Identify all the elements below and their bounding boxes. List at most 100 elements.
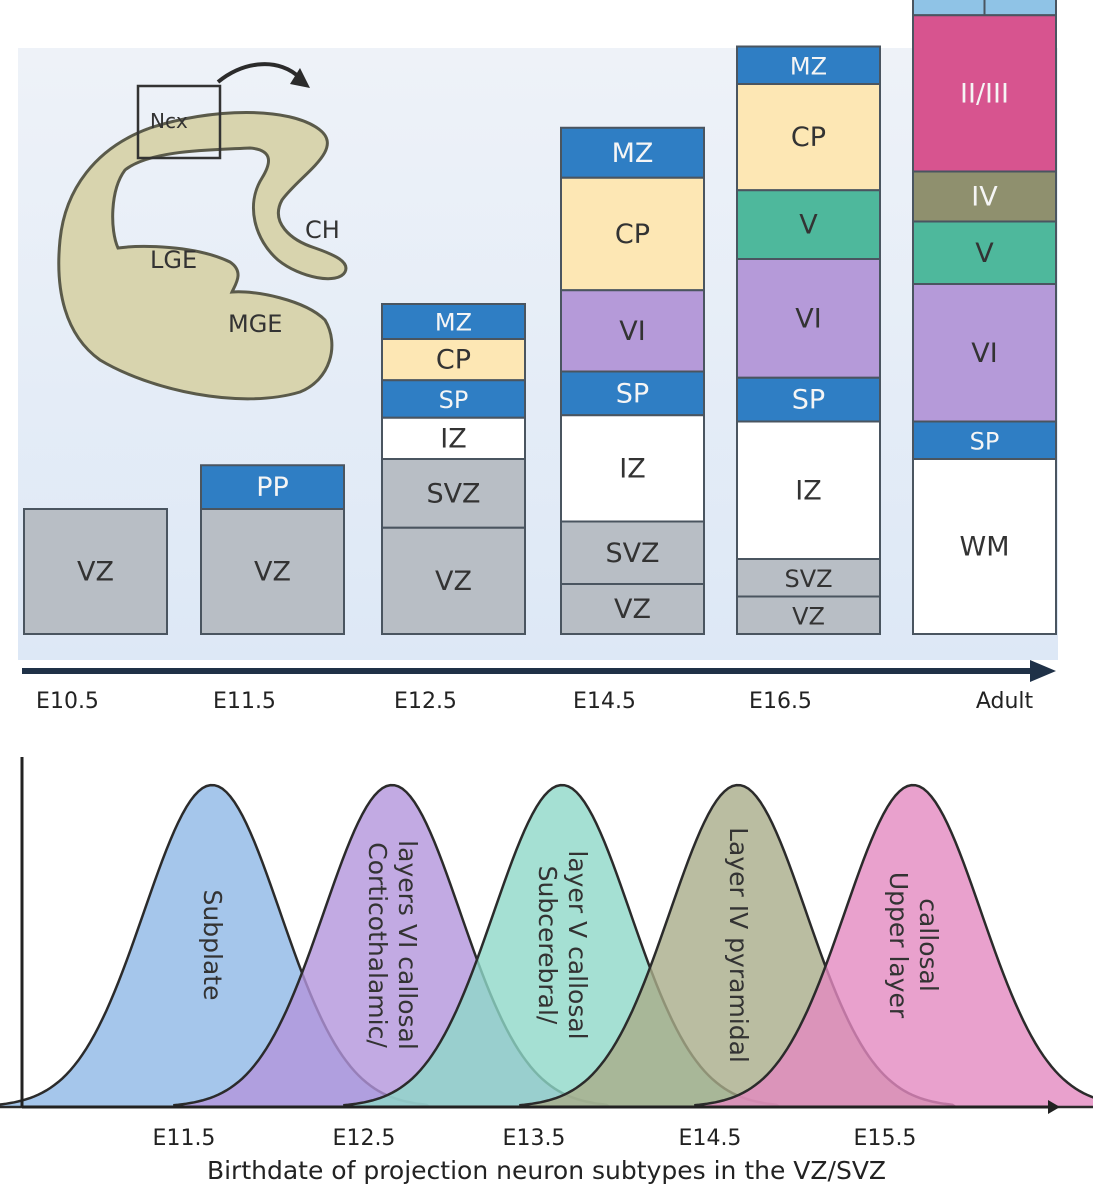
layer-vi xyxy=(736,258,881,379)
layer-label: VZ xyxy=(435,566,472,597)
layer-label: VZ xyxy=(792,602,825,630)
bell-curve-label-line: layers VI callosal xyxy=(393,840,422,1050)
bell-curve-label: Subplate xyxy=(198,890,227,1001)
rotate-arrow-head-icon xyxy=(290,68,310,88)
brain-schematic: Ncx CH LGE MGE xyxy=(57,62,348,401)
layer-label: PP xyxy=(256,472,289,503)
chart-tick-label: E14.5 xyxy=(679,1126,742,1151)
birthdate-chart: Subplate Corticothalamic/layers VI callos… xyxy=(0,783,1093,1109)
layer-label: WM xyxy=(960,532,1010,563)
stage-column-e14.5: MZ CP VI SP IZ SVZ VZ xyxy=(560,126,705,635)
layer-label: CP xyxy=(436,345,471,376)
bell-curve-label: Subcerebral/layer V callosal xyxy=(533,850,592,1039)
stage-label: E10.5 xyxy=(36,689,99,714)
layer-vi xyxy=(560,289,705,373)
layer-label: II/III xyxy=(960,78,1009,109)
stage-column-e12.5: MZ CP SP IZ SVZ VZ xyxy=(381,303,526,635)
layer-label: V xyxy=(975,238,994,269)
bell-curve-label-line: Upper layer xyxy=(884,872,913,1019)
bell-curve-5 xyxy=(694,783,1093,1109)
bell-curve-label-line: Subcerebral/ xyxy=(533,866,562,1025)
layer-v xyxy=(736,189,881,260)
layer-label: VI xyxy=(795,303,821,334)
layer-label: SVZ xyxy=(605,538,659,569)
layer-cp xyxy=(736,83,881,192)
layer-iz xyxy=(736,420,881,560)
layer-label: IZ xyxy=(619,453,645,484)
chart-x-axis-label: Birthdate of projection neuron subtypes … xyxy=(206,1156,887,1185)
stage-label: E14.5 xyxy=(573,689,636,714)
layer-label: SVZ xyxy=(784,565,832,593)
bell-curve-label-line: layer V callosal xyxy=(563,850,592,1039)
layer-label: IZ xyxy=(795,475,821,506)
layer-vi xyxy=(912,283,1057,423)
brain-label-ch: CH xyxy=(305,216,340,244)
brain-label-mge: MGE xyxy=(228,310,282,338)
brain-label-ncx: Ncx xyxy=(150,109,188,133)
layer-sp xyxy=(381,379,526,419)
layer-vz xyxy=(381,526,526,635)
brain-label-lge: LGE xyxy=(150,246,197,274)
stage-column-e11.5: PP VZ xyxy=(200,464,345,635)
layer-label: SP xyxy=(792,385,825,416)
layer-label: VI xyxy=(971,338,997,369)
layer-label: IV xyxy=(971,182,998,213)
layer-vz xyxy=(560,583,705,635)
layer-label: VZ xyxy=(614,594,651,625)
chart-tick-label: E12.5 xyxy=(333,1126,396,1151)
chart-x-axis-head-icon xyxy=(1048,1100,1060,1114)
layer-label: CP xyxy=(791,122,826,153)
layer-label: V xyxy=(799,210,818,241)
stage-label: E11.5 xyxy=(213,689,276,714)
layer-label: VZ xyxy=(77,557,114,588)
stage-label: Adult xyxy=(976,689,1034,714)
layer-cp xyxy=(560,176,705,292)
layer-iv xyxy=(912,170,1057,223)
layer-v xyxy=(912,220,1057,285)
bell-curve-label-line: callosal xyxy=(914,898,943,992)
layer-label: MZ xyxy=(435,309,472,337)
layer-sp xyxy=(736,376,881,423)
chart-tick-labels: E11.5 E12.5 E13.5 E14.5 E15.5 xyxy=(153,1126,917,1151)
layer-label: SP xyxy=(439,386,469,414)
layer-iz xyxy=(560,414,705,523)
ncx-box xyxy=(136,84,222,160)
brain-outline xyxy=(57,111,348,401)
layer-label: VI xyxy=(619,316,645,347)
layer-sp xyxy=(560,370,705,417)
layer-mz xyxy=(381,303,526,340)
layer-label: IZ xyxy=(440,423,466,454)
layer-svz xyxy=(381,458,526,529)
layer-vz xyxy=(23,508,168,635)
chart-tick-label: E11.5 xyxy=(153,1126,216,1151)
time-arrow-head-icon xyxy=(1030,660,1056,682)
layer-label: SP xyxy=(616,378,649,409)
layer-pp xyxy=(200,464,345,510)
bell-curve-label: Corticothalamic/layers VI callosal xyxy=(363,840,422,1050)
layer-wm xyxy=(912,458,1057,635)
layer-label: MZ xyxy=(790,52,827,80)
layer-vz xyxy=(736,595,881,635)
stage-label: E12.5 xyxy=(394,689,457,714)
layer-label: MZ xyxy=(612,138,654,169)
layer-label: SVZ xyxy=(426,478,480,509)
stage-column-e10.5: VZ xyxy=(23,508,168,635)
bell-curve-label-line: Subplate xyxy=(198,890,227,1001)
chart-tick-label: E15.5 xyxy=(854,1126,917,1151)
bell-curve-label-line: Corticothalamic/ xyxy=(363,842,392,1048)
layer-svz xyxy=(736,558,881,598)
stage-column-e16.5: MZ CP V VI SP IZ SVZ VZ xyxy=(736,45,881,635)
layer-svz xyxy=(560,520,705,585)
stage-columns: VZ PP VZ MZ CP SP IZ SVZ VZ MZ CP VI SP IZ SVZ VZ MZ CP V V… xyxy=(23,0,1057,635)
rotate-arrow-icon xyxy=(216,62,302,84)
stage-label: E16.5 xyxy=(749,689,812,714)
layer-vz xyxy=(200,508,345,635)
layer-mz xyxy=(560,126,705,179)
bell-curve-label: Layer IV pyramidal xyxy=(724,827,753,1063)
layer-label: VZ xyxy=(254,557,291,588)
chart-tick-label: E13.5 xyxy=(503,1126,566,1151)
layer-label: CP xyxy=(615,219,650,250)
stage-labels: E10.5 E11.5 E12.5 E14.5 E16.5 Adult xyxy=(36,689,1033,714)
